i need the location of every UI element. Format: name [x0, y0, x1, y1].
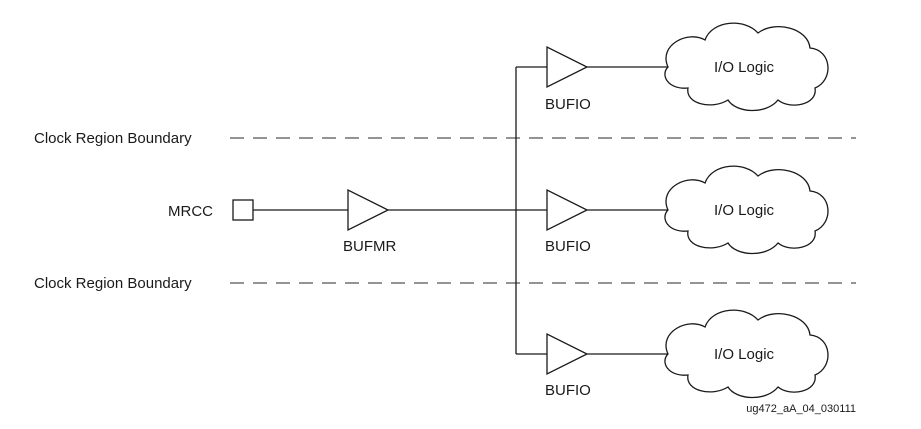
mrcc-pin-box: [232, 199, 254, 221]
io-logic-cloud-bottom: I/O Logic: [664, 309, 829, 399]
clock-region-boundary-label-bottom: Clock Region Boundary: [34, 275, 192, 292]
io-logic-label-middle: I/O Logic: [714, 202, 775, 219]
clock-region-boundary-label-top: Clock Region Boundary: [34, 130, 192, 147]
bufio-top-label: BUFIO: [545, 96, 591, 113]
bufio-middle-label: BUFIO: [545, 238, 591, 255]
bufio-middle-buffer-icon: [546, 188, 589, 232]
mrcc-label: MRCC: [168, 203, 213, 220]
cloud-shape-icon: [664, 165, 829, 255]
io-logic-cloud-middle: I/O Logic: [664, 165, 829, 255]
bufio-top-buffer-icon: [546, 45, 589, 89]
io-logic-cloud-top: I/O Logic: [664, 22, 829, 112]
io-logic-label-bottom: I/O Logic: [714, 346, 775, 363]
cloud-shape-icon: [664, 309, 829, 399]
bufio-bottom-buffer-icon: [546, 332, 589, 376]
bufmr-label: BUFMR: [343, 238, 396, 255]
figure-id-label: ug472_aA_04_030111: [746, 403, 856, 415]
bufio-bottom-label: BUFIO: [545, 382, 591, 399]
io-logic-label-top: I/O Logic: [714, 59, 775, 76]
cloud-shape-icon: [664, 22, 829, 112]
bufmr-buffer-icon: [347, 188, 390, 232]
